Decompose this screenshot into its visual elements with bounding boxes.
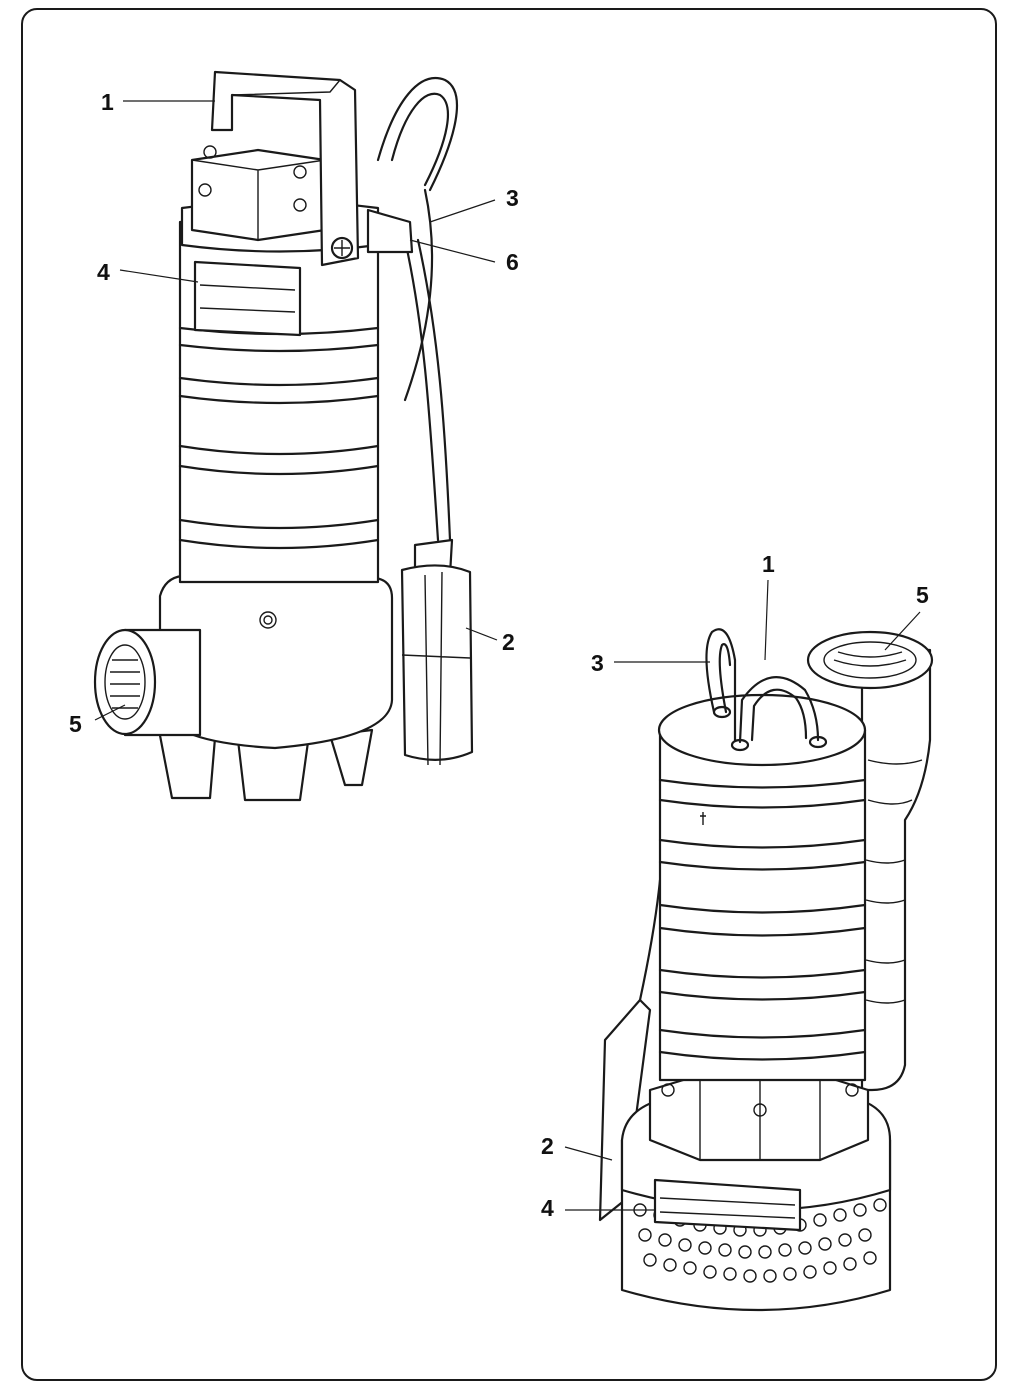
right-pump-cable [705,628,737,742]
left-pump-float-switch [400,564,474,761]
left-pump-callouts: 1 3 6 4 2 5 [69,89,519,737]
left-callout-float-switch: 2 [502,629,515,655]
right-pump-hex-section [648,1073,870,1162]
right-pump [598,628,934,1312]
right-pump-handle [738,676,820,744]
right-callout-nameplate: 4 [541,1195,554,1221]
right-callout-float-switch: 2 [541,1133,554,1159]
right-callout-cable: 3 [591,650,604,676]
left-callout-outlet: 5 [69,711,82,737]
left-pump-cable-clamp [366,208,414,254]
left-pump-cable [403,238,440,542]
right-pump-top-cap [657,693,867,767]
right-pump-leaders [564,579,921,1211]
right-pump-motor [658,728,867,1082]
right-pump-nameplate [653,1178,802,1232]
left-callout-handle: 1 [101,89,114,115]
left-pump-nameplate [193,260,302,337]
right-callout-outlet: 5 [916,582,929,608]
left-pump-cable-loop [376,77,458,192]
left-callout-nameplate: 4 [97,259,110,285]
right-pump-float-switch [598,998,652,1222]
left-callout-cable: 3 [506,185,519,211]
left-callout-cable-clamp: 6 [506,249,519,275]
right-pump-outlet [806,630,934,690]
left-pump-handle [210,70,360,267]
right-pump-riser-pipe [860,648,932,1092]
right-pump-callouts: 1 5 3 2 4 [541,551,929,1221]
left-pump-leaders [94,100,498,721]
figure-border [21,8,997,1381]
right-callout-handle: 1 [762,551,775,577]
left-pump [93,70,474,802]
right-pump-strainer-holes [633,1198,887,1283]
